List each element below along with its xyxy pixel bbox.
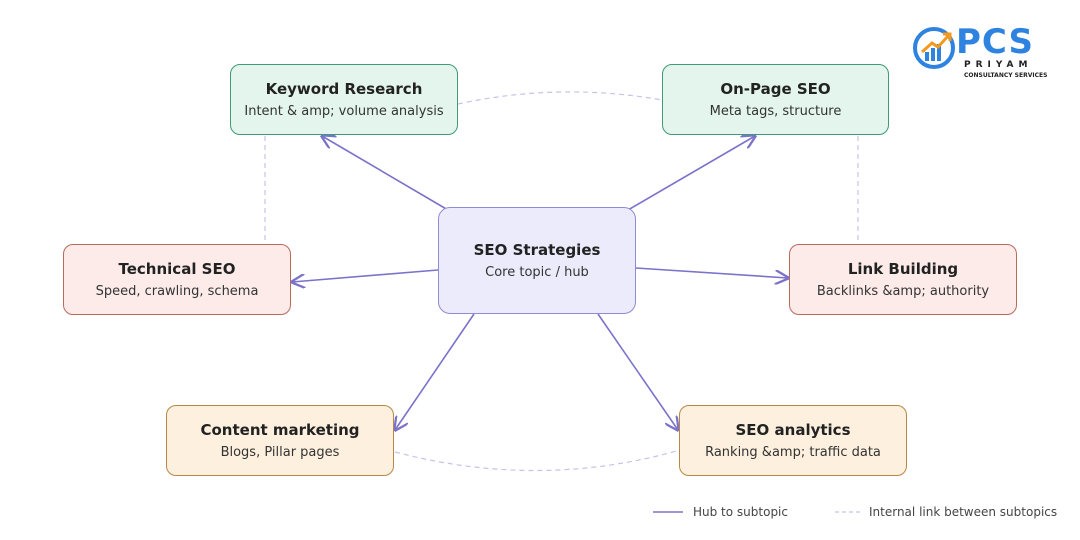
node-subtitle: Ranking &amp; traffic data (705, 445, 881, 460)
hub-title: SEO Strategies (473, 241, 601, 259)
legend-dashed: Internal link between subtopics (835, 505, 1057, 519)
edge-hub-analytics (597, 313, 678, 430)
node-keyword-research: Keyword Research Intent & amp; volume an… (230, 64, 458, 135)
node-title: Keyword Research (265, 80, 423, 98)
dashed-line-icon (835, 511, 861, 513)
node-on-page-seo: On-Page SEO Meta tags, structure (662, 64, 889, 135)
brand-logo: PCS PRIYAM CONSULTANCY SERVICES (912, 22, 1054, 84)
legend-solid: Hub to subtopic (653, 505, 788, 519)
edge-hub-onpage (627, 136, 755, 211)
node-title: Content marketing (200, 421, 360, 439)
node-subtitle: Speed, crawling, schema (95, 284, 259, 299)
node-title: Technical SEO (118, 260, 236, 278)
hub-subtitle: Core topic / hub (485, 265, 589, 280)
solid-line-icon (653, 511, 683, 513)
node-seo-analytics: SEO analytics Ranking &amp; traffic data (679, 405, 907, 476)
node-subtitle: Meta tags, structure (709, 104, 842, 119)
edge-hub-keyword (322, 136, 449, 211)
legend-solid-label: Hub to subtopic (693, 505, 788, 519)
dashed-link-content-analytics (394, 449, 681, 472)
logo-line1: PRIYAM (964, 60, 1033, 70)
node-subtitle: Backlinks &amp; authority (816, 284, 990, 299)
node-link-building: Link Building Backlinks &amp; authority (789, 244, 1017, 315)
logo-line2: CONSULTANCY SERVICES (964, 72, 1048, 79)
node-content-marketing: Content marketing Blogs, Pillar pages (166, 405, 394, 476)
logo-wordmark: PCS (956, 22, 1034, 62)
node-title: Link Building (847, 260, 959, 278)
node-technical-seo: Technical SEO Speed, crawling, schema (63, 244, 291, 315)
node-title: SEO analytics (735, 421, 851, 439)
node-subtitle: Blogs, Pillar pages (220, 445, 340, 460)
node-title: On-Page SEO (720, 80, 831, 98)
edge-hub-technical (292, 269, 439, 282)
edge-hub-content (395, 313, 475, 430)
edge-hub-links (635, 267, 788, 278)
growth-chart-icon (913, 27, 955, 69)
node-subtitle: Intent & amp; volume analysis (244, 104, 444, 119)
node-hub-seo-strategies: SEO Strategies Core topic / hub (438, 207, 636, 314)
legend-dashed-label: Internal link between subtopics (869, 505, 1058, 519)
dashed-link-keyword-onpage (457, 91, 663, 105)
